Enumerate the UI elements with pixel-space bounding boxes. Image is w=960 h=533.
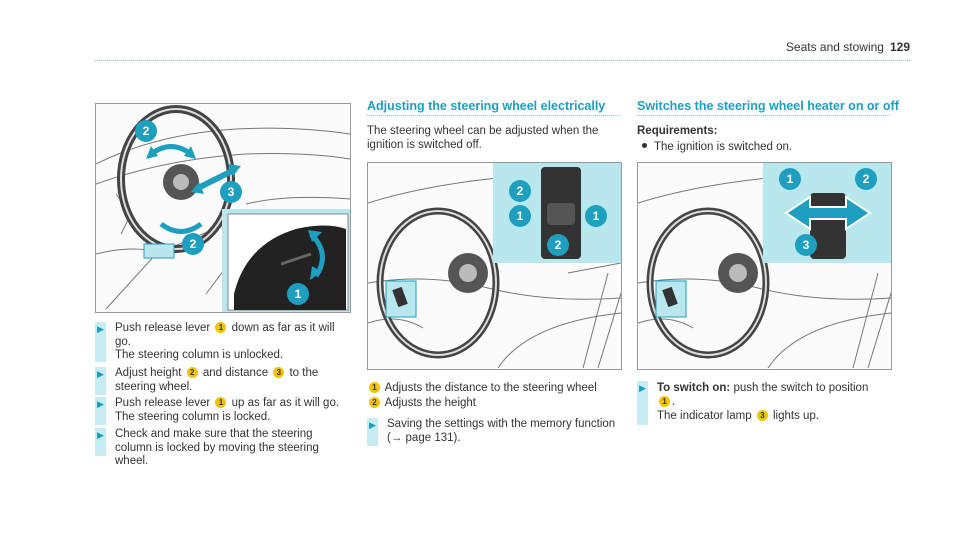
callout-1-right: 1 <box>585 205 607 227</box>
svg-text:1: 1 <box>517 209 524 223</box>
marker-1: 1 <box>659 396 670 407</box>
svg-text:2: 2 <box>517 184 524 198</box>
section-heading-heater: Switches the steering wheel heater on or… <box>637 99 899 113</box>
requirements-label: Requirements: <box>637 125 718 137</box>
heading-rule <box>637 115 890 116</box>
step-1: Push release lever 1 down as far as it w… <box>115 322 335 361</box>
callout-2-bottom: 2 <box>547 234 569 256</box>
callout-2-bottom: 2 <box>182 233 204 255</box>
figure-steering-column-manual: 2 3 2 1 <box>95 103 351 313</box>
svg-text:2: 2 <box>143 124 150 138</box>
step-bar-1 <box>95 322 106 362</box>
step-3: Push release lever 1 up as far as it wil… <box>115 397 340 423</box>
heading-rule <box>367 115 620 116</box>
legend-item-2: 2 Adjusts the height <box>367 396 620 411</box>
svg-text:1: 1 <box>593 209 600 223</box>
callout-3: 3 <box>220 181 242 203</box>
step-arrow-icon: ▶ <box>97 430 104 440</box>
svg-text:2: 2 <box>863 172 870 186</box>
intro-text: The steering wheel can be adjusted when … <box>367 125 599 151</box>
running-header: Seats and stowing 129 <box>786 40 910 54</box>
callout-1: 1 <box>287 283 309 305</box>
callout-1: 1 <box>779 168 801 190</box>
step-arrow-icon: ▶ <box>97 399 104 409</box>
svg-text:3: 3 <box>803 238 810 252</box>
callout-3: 3 <box>795 234 817 256</box>
step-bar-switch-on <box>637 381 648 425</box>
step-bar-2 <box>95 367 106 395</box>
figure-steering-heater: 1 2 3 <box>637 162 892 370</box>
svg-text:2: 2 <box>555 238 562 252</box>
marker-1: 1 <box>215 322 227 333</box>
step-2: Adjust height 2 and distance 3 to the st… <box>115 367 319 393</box>
legend-item-1: 1 Adjusts the distance to the steering w… <box>367 381 620 396</box>
section-heading-electric: Adjusting the steering wheel electricall… <box>367 99 606 113</box>
marker-2: 2 <box>186 367 198 378</box>
callout-2-top: 2 <box>509 180 531 202</box>
step-arrow-icon: ▶ <box>97 369 104 379</box>
marker-3: 3 <box>756 410 768 421</box>
step-arrow-icon: ▶ <box>369 420 376 430</box>
svg-text:1: 1 <box>295 287 302 301</box>
requirement-item: The ignition is switched on. <box>642 140 792 154</box>
svg-text:3: 3 <box>228 185 235 199</box>
figure-steering-electric: 2 1 1 2 <box>367 162 622 370</box>
bullet-icon <box>642 143 647 148</box>
section-title: Seats and stowing <box>785 40 884 54</box>
step-4: Check and make sure that the steering co… <box>115 428 319 467</box>
step-arrow-icon: ▶ <box>97 324 104 334</box>
svg-text:2: 2 <box>190 237 197 251</box>
step-memory: Saving the settings with the memory func… <box>387 418 616 444</box>
step-bar-3 <box>95 397 106 425</box>
callout-2-top: 2 <box>135 120 157 142</box>
marker-3: 3 <box>273 367 285 378</box>
callout-2: 2 <box>855 168 877 190</box>
legend: 1 Adjusts the distance to the steering w… <box>367 381 620 411</box>
marker-1: 1 <box>215 397 227 408</box>
step-arrow-icon: ▶ <box>639 383 646 393</box>
svg-text:1: 1 <box>787 172 794 186</box>
page-number: 129 <box>889 40 910 54</box>
cross-ref-arrow-icon: → <box>390 431 403 444</box>
page-reference-link[interactable]: page 131). <box>402 431 461 444</box>
callout-1-left: 1 <box>509 205 531 227</box>
step-bar-4 <box>95 428 106 456</box>
step-switch-on: To switch on: push the switch to positio… <box>657 382 869 422</box>
header-rule <box>95 60 910 61</box>
step-bar-memory <box>367 418 378 446</box>
